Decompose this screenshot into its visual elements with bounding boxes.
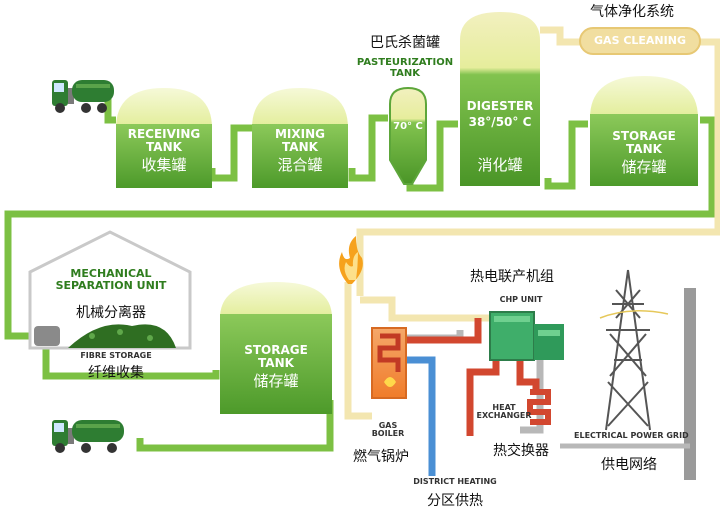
pipe-pasteurization-to-digester <box>406 120 458 192</box>
pasteurization-label-line2: TANK <box>390 67 420 79</box>
mechanical-separation-label-en: MECHANICAL SEPARATION UNIT <box>36 268 186 291</box>
storage-tank-bottom-label-en: STORAGE TANK <box>220 344 332 369</box>
pipe-mixing-to-pasteurization <box>348 114 388 182</box>
heat-exchanger-label-en: HEAT EXCHANGER <box>474 403 534 421</box>
pasteurization-label-zh: 巴氏杀菌罐 <box>370 35 440 51</box>
storage-tank-top-label-en: STORAGE TANK <box>590 130 698 155</box>
storage-tank-top <box>590 76 698 186</box>
gas-pipe-digester-to-cleaning <box>540 26 580 46</box>
receiving-tank-label-en: RECEIVING TANK <box>116 128 212 153</box>
grid-pole <box>684 288 696 480</box>
receiving-tank-label-line1: RECEIVING <box>127 127 201 141</box>
gas-pipe-to-chp <box>360 296 490 322</box>
heat-exchanger-coil <box>527 389 551 425</box>
pasteurization-label-en: PASTEURIZATION TANK <box>350 57 460 79</box>
hot-water-pipe-boiler <box>404 318 482 344</box>
district-heating-label-en: DISTRICT HEATING <box>413 477 497 486</box>
gas-pipe-to-boiler <box>344 296 372 420</box>
gas-boiler-label-en: GAS BOILER <box>358 421 418 439</box>
pipe-receiving-to-mixing <box>208 124 252 182</box>
gas-pipe-cleaning-to-chp <box>356 38 720 296</box>
heat-exchanger-label-line2: EXCHANGER <box>476 411 532 421</box>
receiving-tank-label-line2: TANK <box>146 139 182 154</box>
storage-tank-top-label-line2: TANK <box>626 141 662 156</box>
district-heating-label-zh: 分区供热 <box>427 493 483 509</box>
storage-tank-bottom-label-line1: STORAGE <box>244 343 308 357</box>
pasteurization-vessel <box>389 86 427 185</box>
gas-cleaning-label-zh: 气体净化系统 <box>590 4 674 20</box>
mixing-tank-label-line2: TANK <box>282 139 318 154</box>
power-grid-label-en: ELECTRICAL POWER GRID <box>574 431 689 440</box>
chp-label-en: CHP UNIT <box>499 295 543 304</box>
heat-exchanger-label-zh: 热交换器 <box>493 443 549 459</box>
gas-boiler-label-line2: BOILER <box>371 429 405 439</box>
pasteurization-label-line1: PASTEURIZATION <box>356 57 454 68</box>
gas-boiler-label-line1: GAS <box>378 421 398 430</box>
gas-cleaning-unit <box>579 27 701 55</box>
mixing-tank-label-line1: MIXING <box>274 127 325 141</box>
mixing-tank <box>252 88 348 188</box>
gas-boiler-label-zh: 燃气锅炉 <box>353 449 409 465</box>
mechanical-separation-label-zh: 机械分离器 <box>76 305 146 321</box>
pasteurization-temp: 70° C <box>393 121 423 132</box>
mixing-tank-label-en: MIXING TANK <box>252 128 348 153</box>
gas-cleaning-label-en: GAS CLEANING <box>594 34 686 47</box>
delivery-truck <box>52 80 114 113</box>
receiving-tank <box>116 88 212 188</box>
storage-tank-bottom-label-zh: 储存罐 <box>253 372 299 390</box>
pipe-storage-to-separation <box>4 116 716 340</box>
storage-tank-bottom <box>220 282 332 414</box>
mechanical-separation-house <box>28 230 192 350</box>
digester-label-en: DIGESTER <box>466 99 534 113</box>
storage-tank-top-label-line1: STORAGE <box>612 129 676 143</box>
heat-exchanger-label-line1: HEAT <box>492 403 516 412</box>
power-pylon <box>599 269 669 431</box>
digester-label-zh: 消化罐 <box>477 156 523 174</box>
digester-tank <box>460 12 540 186</box>
mixing-tank-label-zh: 混合罐 <box>277 156 323 174</box>
chp-label-zh: 热电联产机组 <box>470 269 554 285</box>
power-grid-label-zh: 供电网络 <box>601 457 657 473</box>
mechanical-separation-label-line1: MECHANICAL <box>70 267 152 280</box>
digester-temp: 38°/50° C <box>468 115 532 129</box>
receiving-tank-label-zh: 收集罐 <box>141 156 187 174</box>
storage-tank-bottom-label-line2: TANK <box>258 355 294 370</box>
mechanical-separation-label-line2: SEPARATION UNIT <box>55 278 167 292</box>
chp-engine <box>489 311 564 361</box>
pipe-digester-to-storage <box>544 120 588 190</box>
hot-water-pipe-exchanger <box>466 360 540 436</box>
fibre-storage-label-en: FIBRE STORAGE <box>80 351 152 360</box>
pipe-storage-to-truck <box>136 400 334 452</box>
collection-truck <box>52 420 124 453</box>
storage-tank-top-label-zh: 储存罐 <box>621 158 667 176</box>
pipe-separation-to-storage <box>42 348 220 380</box>
gas-flare <box>339 236 363 284</box>
district-heating-pipe <box>404 356 436 476</box>
fibre-storage-label-zh: 纤维收集 <box>88 365 144 381</box>
gas-boiler <box>371 327 407 399</box>
